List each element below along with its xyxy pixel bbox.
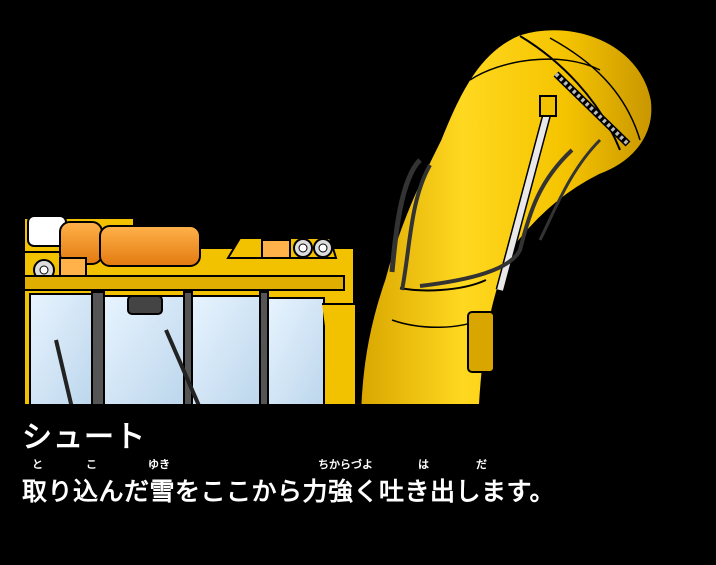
- furigana: だ: [476, 458, 487, 471]
- chute: [358, 27, 654, 410]
- furigana: ゆき: [148, 458, 170, 471]
- caption-title: シュート: [22, 420, 146, 455]
- furigana-row: と こ ゆき ちからづよ は だ: [0, 456, 716, 471]
- cab: [23, 215, 357, 409]
- caption-body: 取り込んだ雪をここから力強く吐き出します。: [22, 477, 556, 506]
- furigana: ちからづよ: [318, 458, 373, 471]
- furigana: こ: [86, 458, 97, 471]
- furigana: と: [32, 458, 43, 471]
- furigana: は: [418, 458, 429, 471]
